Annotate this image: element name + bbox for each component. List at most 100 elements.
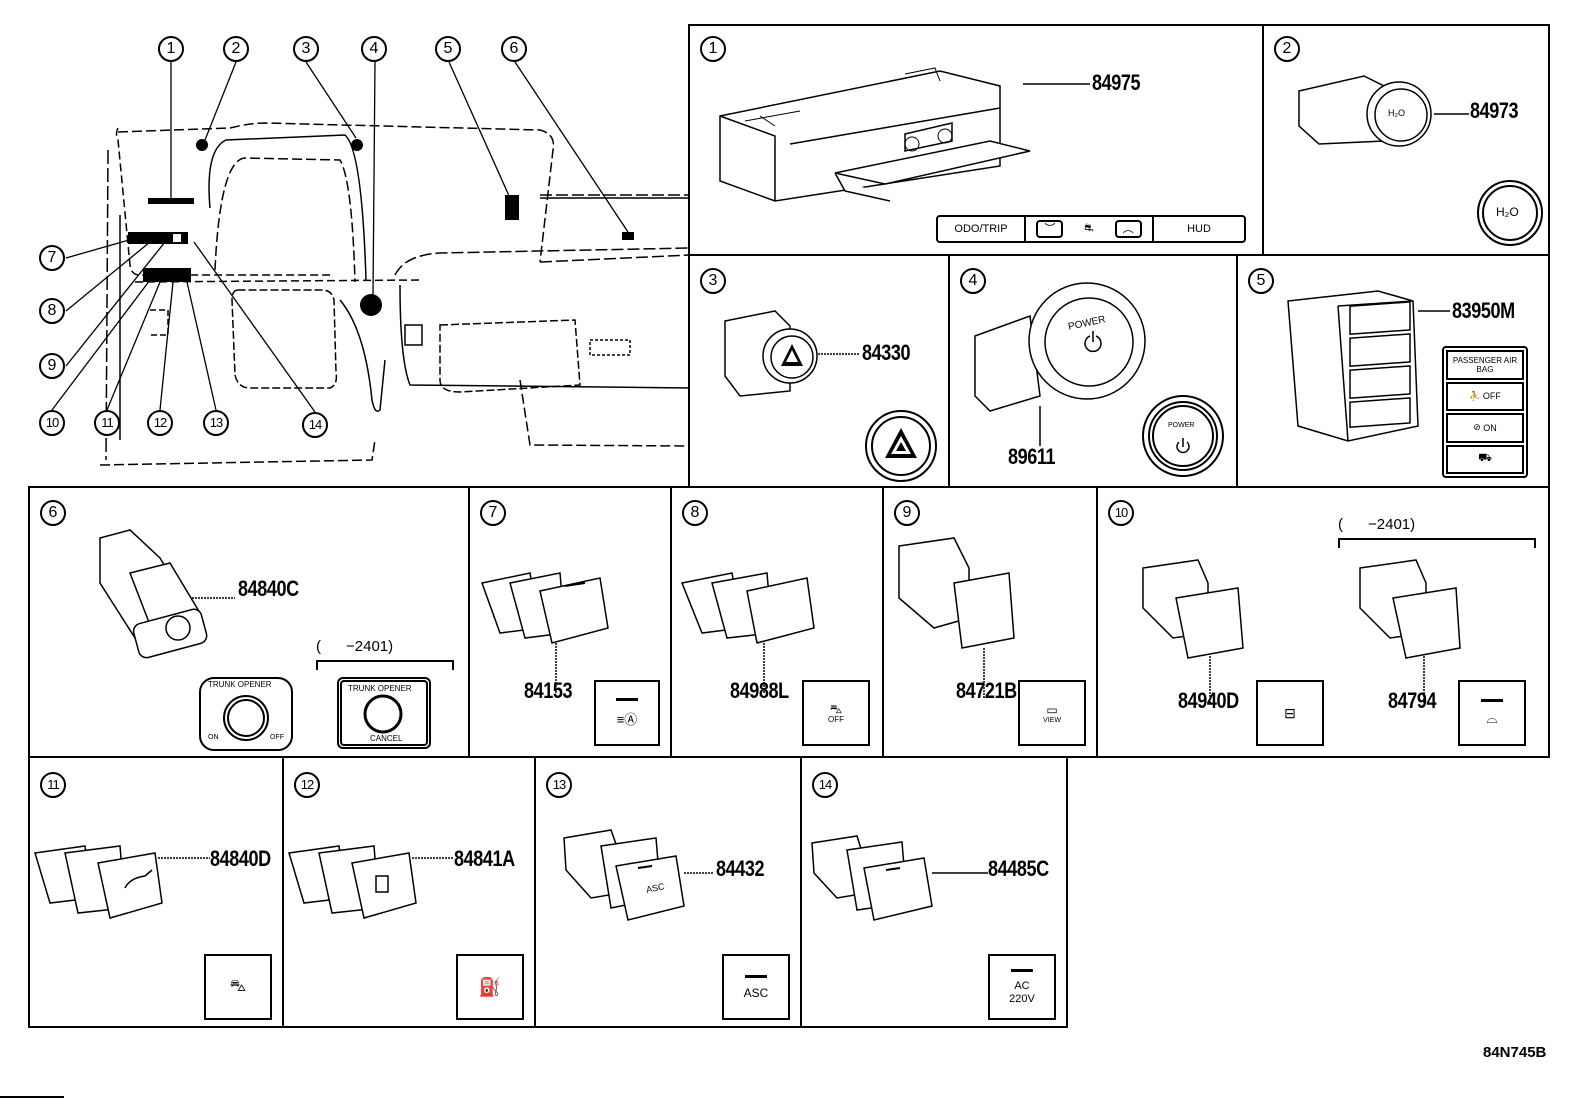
callout-11[interactable]: 11: [94, 410, 120, 436]
seatbelt-icon: ⛟: [1478, 452, 1492, 465]
trunk-icon: ⛍: [229, 978, 247, 995]
callout-9[interactable]: 9: [39, 353, 65, 379]
part-number-84975[interactable]: 84975: [1092, 70, 1141, 95]
trunk-off-label: OFF: [270, 734, 284, 741]
part-number-84153[interactable]: 84153: [524, 678, 573, 703]
callout-8[interactable]: 8: [39, 298, 65, 324]
callout-4[interactable]: 4: [361, 36, 387, 62]
trunk-opener-switch-illustration: [99, 529, 431, 751]
part-number-84988L[interactable]: 84988L: [730, 678, 789, 703]
hud-button[interactable]: HUD: [1187, 223, 1211, 235]
hud-person-icon: ⛐: [1084, 222, 1094, 234]
asc-switch-illustration: [563, 829, 714, 921]
panel-10: 10 ( −2401) 84940D ⊟ 84794 ⌓: [1096, 486, 1550, 758]
panel-1: 1 84975 ODO/TRIP ︶ ⛐ ︵ HUD: [688, 24, 1264, 256]
asc-faceplate: ASC: [722, 954, 790, 1020]
camera-icon: ▭: [1046, 702, 1058, 717]
page-edge-marks: [0, 1096, 64, 1098]
trunk-cancel-label: CANCEL: [370, 734, 403, 743]
mirror-heater-icon: ⊟: [1284, 704, 1296, 721]
wiper-deicer-icon: ⌓: [1486, 710, 1498, 726]
panel-4: 4 POWER POWER 89611: [948, 254, 1238, 488]
trunk-switch-illustration: [34, 845, 210, 919]
odo-trip-button[interactable]: ODO/TRIP: [938, 217, 1026, 241]
callout-1[interactable]: 1: [158, 36, 184, 62]
faceplate-1: ODO/TRIP ︶ ⛐ ︵ HUD: [936, 215, 1246, 243]
panel-callout-10: 10: [1108, 500, 1134, 526]
dashboard-overview: 1 2 3 4 5 6 7 8 9 10 11 12 13 14: [0, 0, 691, 480]
hud-adjust-group: ︶ ⛐ ︵: [1026, 217, 1154, 241]
hazard-switch-illustration: [724, 310, 937, 482]
dashboard-outline: [51, 61, 691, 466]
callout-2[interactable]: 2: [223, 36, 249, 62]
panel-callout-9: 9: [894, 500, 920, 526]
airbag-off-indicator: ⛹ OFF: [1446, 381, 1524, 411]
panel-callout-5: 5: [1248, 268, 1274, 294]
camera-view-faceplate: ▭VIEW: [1018, 680, 1086, 746]
panel-8: 8 84988L ⛍OFF: [670, 486, 884, 758]
callout-12[interactable]: 12: [147, 410, 173, 436]
callout-5[interactable]: 5: [435, 36, 461, 62]
callout-6[interactable]: 6: [501, 36, 527, 62]
part-number-84973[interactable]: 84973: [1470, 98, 1519, 123]
panel-9: 9 84721B ▭VIEW: [882, 486, 1098, 758]
power-faceplate-label: POWER: [1168, 422, 1195, 429]
callout-14[interactable]: 14: [302, 412, 328, 438]
traction-off-faceplate: ⛍OFF: [802, 680, 870, 746]
panel-5: 5 83950M PASSENGER AIR BAG ⛹ OFF ⊘ ON ⛟: [1236, 254, 1550, 488]
wiper-deicer-faceplate: ⌓: [1458, 680, 1526, 746]
switch-assembly-illustration: [719, 67, 1090, 202]
airbag-indicator-illustration: [1287, 290, 1450, 442]
part-number-84721B[interactable]: 84721B: [956, 678, 1017, 703]
panel-callout-2: 2: [1274, 36, 1300, 62]
hud-up-button[interactable]: ︵: [1114, 220, 1142, 238]
part-number-84940D[interactable]: 84940D: [1178, 688, 1239, 713]
panel-callout-1: 1: [700, 36, 726, 62]
drawing-code: 84N745B: [1483, 1044, 1547, 1061]
no-airbag-icon: ⊘: [1473, 422, 1484, 433]
trunk-opener-title-a: TRUNK OPENER: [208, 680, 272, 689]
auto-headlight-icon: ≡Ⓐ: [616, 712, 638, 727]
variant-note-6: ( −2401): [316, 638, 394, 655]
fuel-door-icon: ⛽: [478, 976, 502, 997]
auto-headlight-faceplate: ≡Ⓐ: [594, 680, 660, 746]
part-number-83950M[interactable]: 83950M: [1452, 298, 1515, 323]
seatbelt-indicator: ⛟: [1446, 444, 1524, 474]
airbag-off-icon: ⛹: [1469, 390, 1483, 401]
traction-off-icon: ⛍: [829, 701, 843, 716]
panel-callout-13: 13: [546, 772, 572, 798]
trunk-faceplate: ⛍: [204, 954, 272, 1020]
callout-7[interactable]: 7: [39, 245, 65, 271]
panel-13: 13 ASC 84432 ASC: [534, 756, 802, 1028]
power-icon: [1176, 441, 1190, 454]
panel-12: 12 84841A ⛽: [282, 756, 536, 1028]
mirror-heater-switch-illustration: [1142, 559, 1461, 703]
panel-callout-12: 12: [294, 772, 320, 798]
callout-13[interactable]: 13: [203, 410, 229, 436]
part-number-84330[interactable]: 84330: [862, 340, 911, 365]
variant-note-10: ( −2401): [1338, 516, 1416, 533]
part-number-84840D[interactable]: 84840D: [210, 846, 271, 871]
variant-bracket-10: [1338, 538, 1536, 548]
panel-11: 11 84840D ⛍: [28, 756, 284, 1028]
part-number-84794[interactable]: 84794: [1388, 688, 1437, 713]
part-number-84840C[interactable]: 84840C: [238, 576, 299, 601]
callout-3[interactable]: 3: [293, 36, 319, 62]
callout-10[interactable]: 10: [39, 410, 65, 436]
panel-callout-8: 8: [682, 500, 708, 526]
hud-down-button[interactable]: ︶: [1036, 220, 1064, 238]
panel-callout-11: 11: [40, 772, 66, 798]
power-switch-illustration: [974, 282, 1224, 477]
traction-switch-illustration: [680, 572, 815, 693]
airbag-on-indicator: ⊘ ON: [1446, 413, 1524, 443]
panel-2: 2 H₂O 84973 H₂O: [1262, 24, 1550, 256]
part-number-84841A[interactable]: 84841A: [454, 846, 515, 871]
part-number-84432[interactable]: 84432: [716, 856, 765, 881]
panel-callout-4: 4: [960, 268, 986, 294]
camera-view-switch-illustration: [898, 537, 1015, 698]
h2o-switch-illustration: [1298, 75, 1543, 246]
part-number-89611[interactable]: 89611: [1008, 444, 1056, 469]
trunk-on-label: ON: [208, 734, 219, 741]
part-number-84485C[interactable]: 84485C: [988, 856, 1049, 881]
panel-14: 14 84485C AC 220V: [800, 756, 1068, 1028]
